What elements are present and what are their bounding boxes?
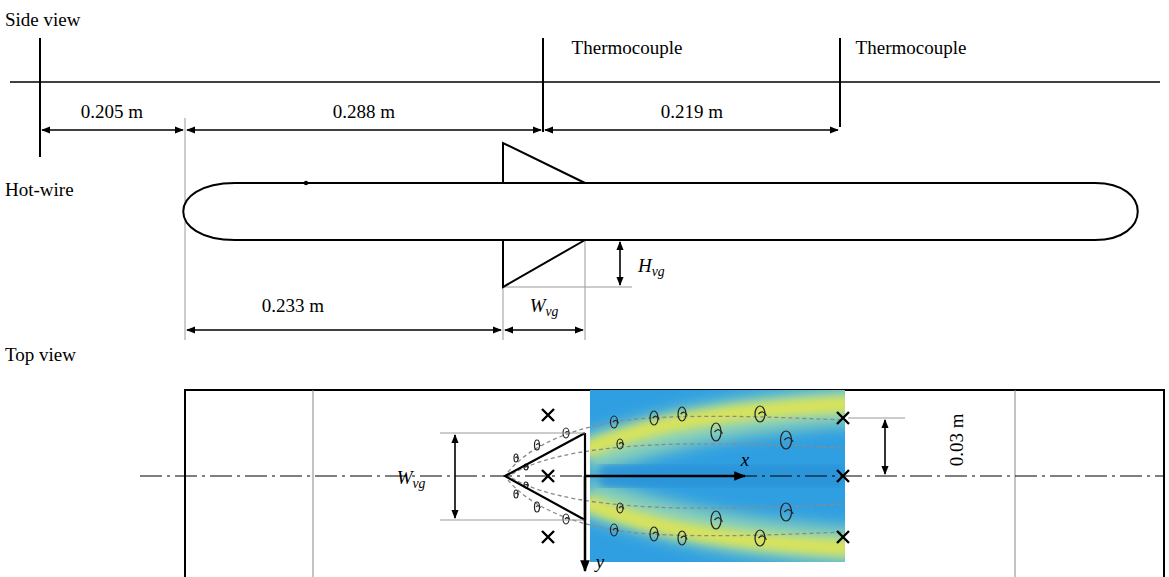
cross-mark — [542, 409, 554, 421]
vortex-swirl-arrow — [525, 466, 528, 467]
section-title: Side view — [5, 9, 80, 31]
vortex-swirl-arrow — [515, 493, 518, 495]
vortex-swirl-arrow — [653, 532, 659, 535]
hot-wire-probe — [304, 181, 308, 185]
vortex-swirl-arrow — [619, 443, 624, 445]
axes — [585, 476, 745, 571]
vortex-swirl — [617, 439, 623, 449]
cross-mark — [542, 531, 554, 543]
vortex-generator-side — [503, 143, 585, 287]
dimension-label: Wvg — [397, 467, 426, 489]
vortex-swirl — [650, 411, 658, 425]
vortex-swirl-arrow — [784, 438, 793, 442]
vortex-swirl — [755, 530, 765, 546]
sensor-label: Thermocouple — [572, 37, 683, 59]
vortex-paths — [508, 416, 845, 535]
vortex-swirl-arrow — [525, 484, 528, 485]
vortex-swirl — [678, 407, 686, 421]
vortex-swirl — [711, 511, 721, 529]
vortex-swirl-arrow — [653, 416, 659, 419]
vortex-swirl — [535, 502, 540, 512]
vortex-swirl-arrow — [715, 430, 723, 434]
vortex-swirl — [563, 514, 569, 524]
vortex-swirl — [611, 416, 618, 428]
axis-label: x — [741, 449, 749, 471]
vortex-swirl-arrow — [515, 457, 518, 459]
vortex-swirl — [514, 490, 518, 498]
cross-mark — [542, 470, 554, 482]
vortex-swirl — [711, 423, 721, 441]
measurement-points — [542, 409, 849, 543]
cross-mark — [837, 470, 849, 482]
vortex-generator-top — [505, 433, 585, 520]
dimension-label: 0.288 m — [333, 101, 395, 123]
vortex-swirl — [535, 440, 540, 450]
vortex-swirl-arrow — [759, 536, 767, 540]
vortex-swirl-arrow — [536, 444, 540, 446]
vortex-swirl-arrow — [613, 528, 619, 531]
vortex-swirl — [617, 503, 623, 513]
vortex-swirl — [611, 524, 618, 536]
vortex-swirl-arrow — [613, 420, 619, 423]
cross-mark — [837, 412, 849, 424]
dimension-label: 0.219 m — [661, 101, 723, 123]
vortex-swirl-arrow — [619, 507, 624, 509]
axis-label: y — [596, 551, 604, 573]
centerline — [140, 476, 1164, 477]
vortex-swirl-arrow — [536, 506, 540, 508]
vortex-swirl-arrow — [759, 412, 767, 416]
vortex-swirl-arrow — [784, 510, 793, 514]
top-extension-lines — [440, 418, 905, 520]
vortex-swirl — [678, 531, 686, 545]
vortex-swirl-arrow — [681, 412, 687, 415]
dimension-label: 0.233 m — [262, 295, 324, 317]
vortex-swirl — [781, 503, 792, 521]
cross-mark — [837, 531, 849, 543]
vortex-swirl — [514, 454, 518, 462]
vortex-swirl — [781, 431, 792, 449]
vortex-swirl-arrow — [681, 536, 687, 539]
section-title: Top view — [5, 344, 76, 366]
model-body — [183, 183, 1138, 240]
dimension-label: Hvg — [638, 255, 665, 277]
sensor-label: Thermocouple — [856, 37, 967, 59]
vortex-swirl — [650, 527, 658, 541]
sensor-label: Hot-wire — [5, 179, 74, 201]
vortex-swirl — [755, 406, 765, 422]
top-dimension-arrows — [455, 420, 885, 518]
vortex-symbols — [514, 406, 793, 546]
dimension-label: 0.03 m — [946, 414, 968, 467]
top-view-frame — [185, 390, 1164, 577]
dimension-label: 0.205 m — [81, 101, 143, 123]
side-view-frame — [10, 38, 1160, 157]
vortex-swirl-arrow — [715, 518, 723, 522]
dimension-label: Wvg — [530, 295, 559, 317]
